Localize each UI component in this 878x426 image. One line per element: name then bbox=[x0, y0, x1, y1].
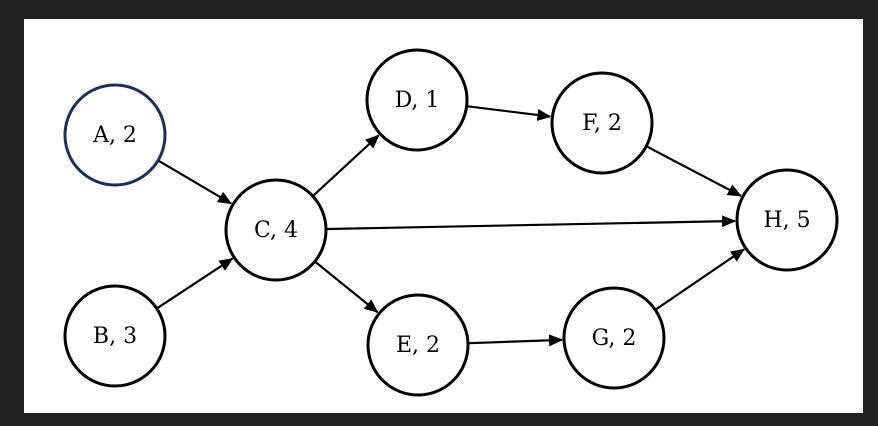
edges-layer bbox=[156, 105, 745, 347]
node-f: F, 2 bbox=[550, 71, 654, 175]
node-a-label: A, 2 bbox=[92, 123, 137, 148]
edge-d-to-f bbox=[467, 105, 552, 121]
node-e: E, 2 bbox=[366, 293, 470, 397]
node-c: C, 4 bbox=[224, 178, 328, 282]
node-e-circle bbox=[366, 293, 470, 397]
edge-c-to-h bbox=[326, 215, 737, 231]
node-e-label: E, 2 bbox=[396, 333, 440, 358]
edge-f-to-h bbox=[646, 145, 742, 197]
node-h: H, 5 bbox=[735, 168, 839, 272]
edge-a-to-c bbox=[158, 159, 233, 205]
node-d-label: D, 1 bbox=[395, 88, 440, 113]
node-b: B, 3 bbox=[63, 284, 167, 388]
node-f-label: F, 2 bbox=[582, 111, 622, 136]
edge-b-to-c bbox=[156, 257, 234, 309]
node-c-circle bbox=[224, 178, 328, 282]
node-g-label: G, 2 bbox=[592, 326, 637, 351]
edge-g-to-h bbox=[655, 248, 745, 311]
edge-c-to-d bbox=[312, 134, 380, 197]
node-c-label: C, 4 bbox=[254, 218, 298, 243]
node-a: A, 2 bbox=[63, 83, 167, 187]
node-g: G, 2 bbox=[562, 286, 666, 390]
node-b-label: B, 3 bbox=[93, 324, 137, 349]
nodes-layer: A, 2 B, 3 C, 4 D, 1 E, 2 F, 2 G, 2 H, 5 bbox=[63, 48, 839, 397]
node-a-circle bbox=[63, 83, 167, 187]
node-d-circle bbox=[365, 48, 469, 152]
node-h-circle bbox=[735, 168, 839, 272]
node-b-circle bbox=[63, 284, 167, 388]
node-f-circle bbox=[550, 71, 654, 175]
node-h-label: H, 5 bbox=[763, 208, 810, 233]
node-g-circle bbox=[562, 286, 666, 390]
edge-e-to-g bbox=[468, 334, 564, 347]
node-d: D, 1 bbox=[365, 48, 469, 152]
edge-c-to-e bbox=[314, 261, 379, 314]
